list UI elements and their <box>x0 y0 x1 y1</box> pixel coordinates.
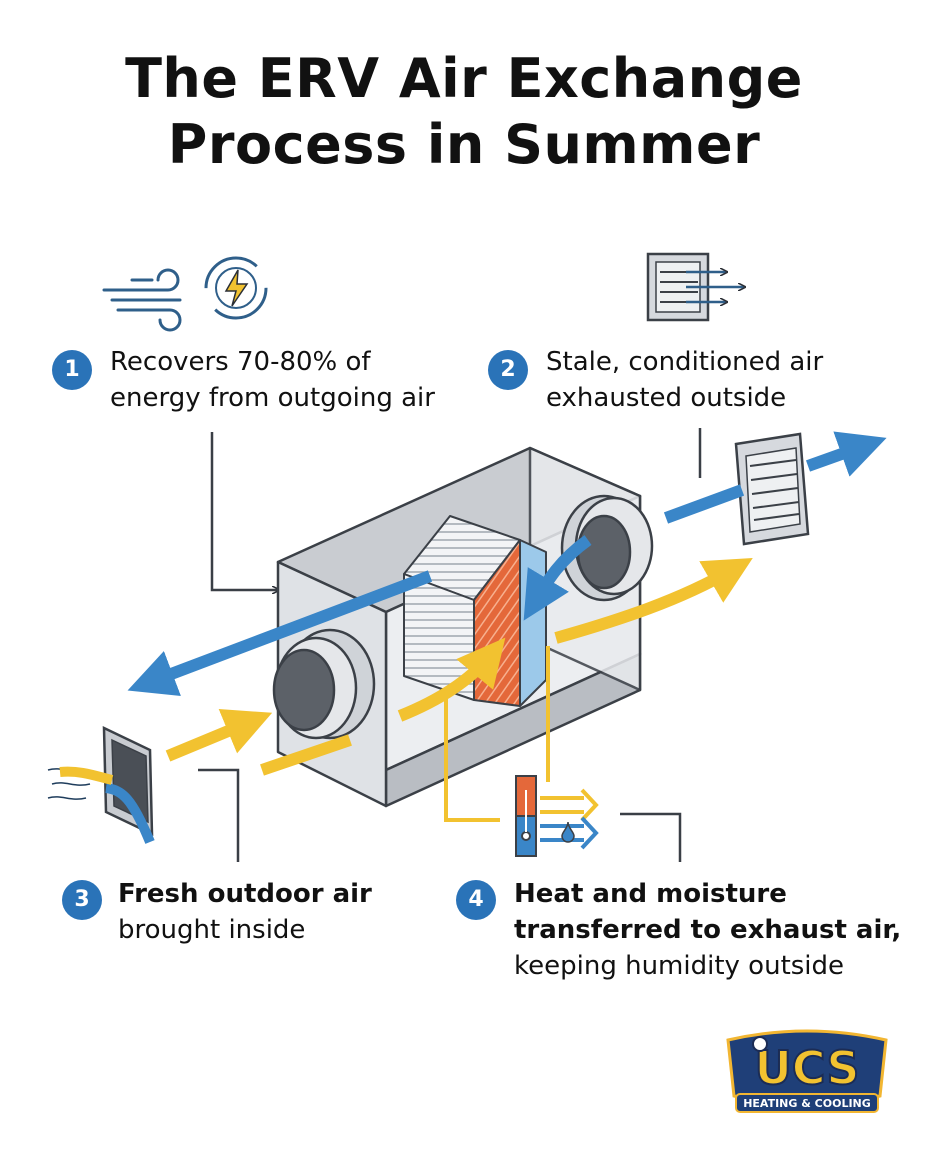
heat-moisture-exchange-icon <box>515 775 599 857</box>
step-1-line-2: energy from outgoing air <box>110 383 435 413</box>
step-3-badge: 3 <box>62 880 102 920</box>
exhaust-grille <box>734 432 810 546</box>
title-line-1: The ERV Air Exchange <box>125 47 803 110</box>
step-4-line-2: transferred to exhaust air, <box>514 915 902 945</box>
leader-lines <box>198 428 702 862</box>
supply-duct-collar <box>272 628 376 740</box>
company-logo: UCS HEATING & COOLING <box>726 1029 888 1113</box>
step-2-line-2: exhausted outside <box>546 383 787 413</box>
exhaust-vent-icon <box>646 252 744 322</box>
step-1-line-1: Recovers 70-80% of <box>110 347 371 377</box>
step-3-line-1: Fresh outdoor air <box>118 879 372 909</box>
flame-icon <box>752 1036 768 1052</box>
step-4-line-1: Heat and moisture <box>514 879 787 909</box>
step-4-text: Heat and moisture transferred to exhaust… <box>514 876 901 984</box>
moisture-transfer-arrow <box>444 690 500 822</box>
wind-icon <box>102 268 182 332</box>
step-4-badge: 4 <box>456 880 496 920</box>
intake-grille <box>102 725 154 837</box>
exhaust-duct-collar <box>560 494 654 602</box>
step-2-text: Stale, conditioned air exhausted outside <box>546 344 823 416</box>
step-1-text: Recovers 70-80% of energy from outgoing … <box>110 344 435 416</box>
logo-main-text: UCS <box>754 1041 859 1095</box>
page-title: The ERV Air Exchange Process in Summer <box>0 46 928 178</box>
logo-sub-text: HEATING & COOLING <box>743 1097 871 1110</box>
title-line-2: Process in Summer <box>167 113 761 176</box>
energy-recycle-icon <box>204 256 268 320</box>
step-1-badge: 1 <box>52 350 92 390</box>
step-2-badge: 2 <box>488 350 528 390</box>
blue-arrows <box>105 431 887 844</box>
step-4-line-3: keeping humidity outside <box>514 951 845 981</box>
step-2-line-1: Stale, conditioned air <box>546 347 824 377</box>
step-3-line-2: brought inside <box>118 915 306 945</box>
step-3-text: Fresh outdoor air brought inside <box>118 876 372 948</box>
yellow-arrows <box>59 558 753 785</box>
